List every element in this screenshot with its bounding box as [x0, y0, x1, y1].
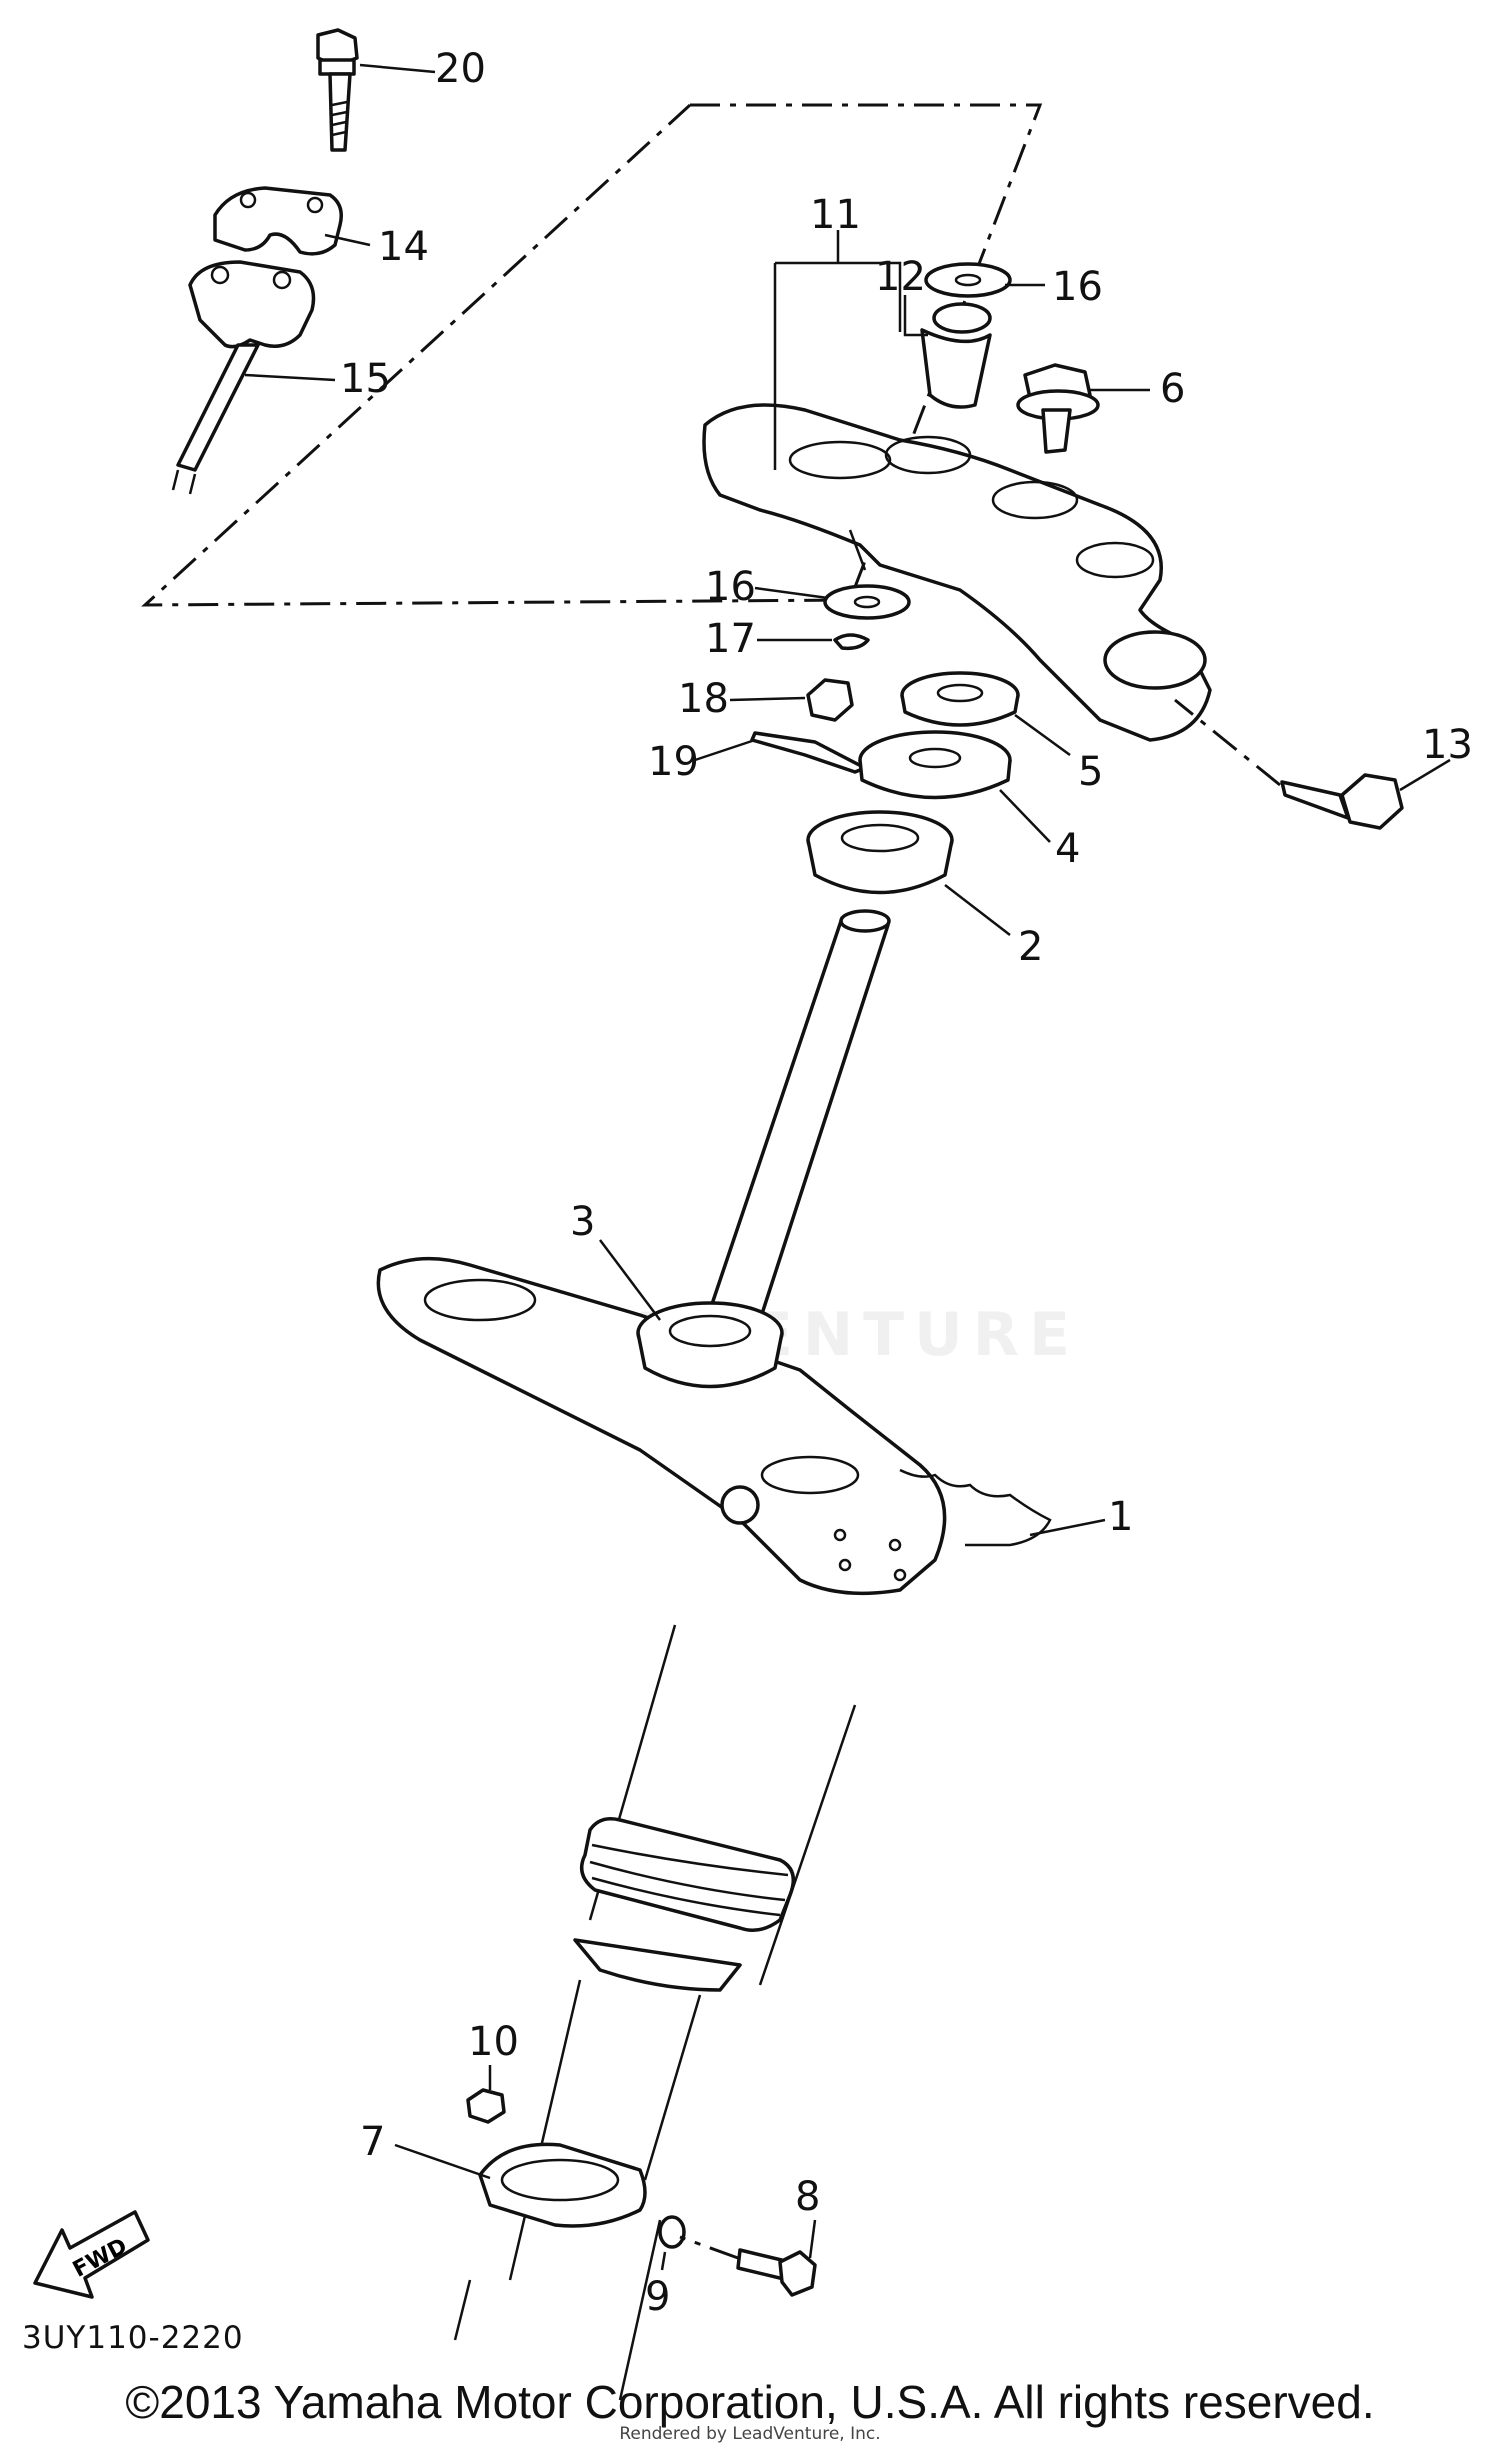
part-19-lock-plate	[750, 731, 867, 774]
callout-11: 11	[810, 192, 861, 238]
callout-7: 7	[360, 2119, 385, 2165]
callout-6: 6	[1160, 366, 1185, 412]
part-9-washer	[658, 2215, 686, 2249]
part-13-pinch-bolt	[1174, 698, 1404, 830]
fwd-arrow-icon: FWD	[33, 2210, 150, 2299]
part-15-lower-holder	[171, 260, 316, 495]
part-8-bolt	[679, 2235, 817, 2297]
part-16-washer-upper	[924, 262, 1012, 298]
lower-bracket	[376, 1256, 947, 1596]
callout-15: 15	[340, 356, 391, 402]
part-16-washer-lower	[823, 584, 911, 620]
part-18-nut	[806, 678, 854, 722]
part-1-cable-guide	[899, 1468, 1052, 1547]
callout-12: 12	[875, 254, 926, 300]
callout-1: 1	[1108, 1494, 1133, 1540]
part-12-collar	[920, 302, 992, 409]
callout-13: 13	[1422, 722, 1473, 768]
part-11-upper-bracket	[702, 403, 1212, 742]
part-20-bolt	[316, 28, 359, 152]
part-4-bearing-cover	[858, 730, 1012, 800]
callout-8: 8	[795, 2174, 820, 2220]
part-7-guard-clamp	[478, 2142, 647, 2228]
callout-9: 9	[645, 2274, 670, 2320]
part-5-ring-nut	[900, 671, 1020, 727]
part-14-upper-holder	[213, 186, 343, 256]
part-6-bolt	[1016, 363, 1100, 454]
callout-17: 17	[705, 616, 756, 662]
diagram-code: 3UY110-2220	[22, 2320, 244, 2356]
callout-4: 4	[1055, 826, 1080, 872]
callout-3: 3	[570, 1199, 595, 1245]
front-fork	[453, 1624, 857, 2401]
leader-lines	[244, 63, 1451, 2271]
part-10-nut	[466, 2088, 506, 2124]
steering-stem-tube	[708, 909, 891, 1322]
callout-20: 20	[435, 46, 486, 92]
copyright-notice: ©2013 Yamaha Motor Corporation, U.S.A. A…	[125, 2376, 1375, 2428]
part-17-lock-washer	[833, 633, 870, 651]
callout-18: 18	[678, 676, 729, 722]
callout-10: 10	[468, 2019, 519, 2065]
callout-16-lower: 16	[705, 564, 756, 610]
callout-2: 2	[1018, 924, 1043, 970]
callout-5: 5	[1078, 749, 1103, 795]
part-3-lower-bearing	[636, 1301, 784, 1389]
rendered-by-credit: Rendered by LeadVenture, Inc.	[619, 2424, 881, 2444]
callout-19: 19	[648, 739, 699, 785]
callout-14: 14	[378, 224, 429, 270]
part-2-upper-bearing	[806, 810, 954, 895]
callout-16-upper: 16	[1052, 264, 1103, 310]
